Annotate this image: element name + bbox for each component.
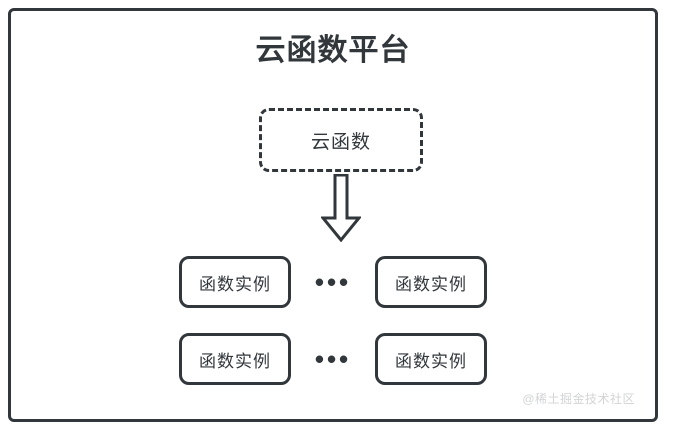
down-arrow-icon	[319, 173, 363, 243]
function-instance-label: 函数实例	[395, 351, 467, 371]
page-title: 云函数平台	[255, 34, 411, 67]
watermark-text: @稀土掘金技术社区	[522, 392, 635, 406]
instance-row: 函数实例 ••• 函数实例	[11, 333, 655, 385]
function-instance-label: 函数实例	[199, 274, 271, 294]
ellipsis-indicator: •••	[314, 267, 352, 297]
function-instance-box[interactable]: 函数实例	[375, 256, 487, 308]
cloud-function-label: 云函数	[310, 131, 371, 153]
function-instance-label: 函数实例	[395, 274, 467, 294]
function-instance-box[interactable]: 函数实例	[375, 333, 487, 385]
function-instance-label: 函数实例	[199, 351, 271, 371]
platform-container: 云函数平台 云函数 函数实例 ••• 函数实例 函数实例 ••• 函数实例 @稀…	[8, 8, 658, 422]
function-instance-box[interactable]: 函数实例	[179, 333, 291, 385]
ellipsis-indicator: •••	[314, 344, 352, 374]
function-instance-box[interactable]: 函数实例	[179, 256, 291, 308]
instance-row: 函数实例 ••• 函数实例	[11, 256, 655, 308]
cloud-function-node[interactable]: 云函数	[259, 108, 423, 172]
